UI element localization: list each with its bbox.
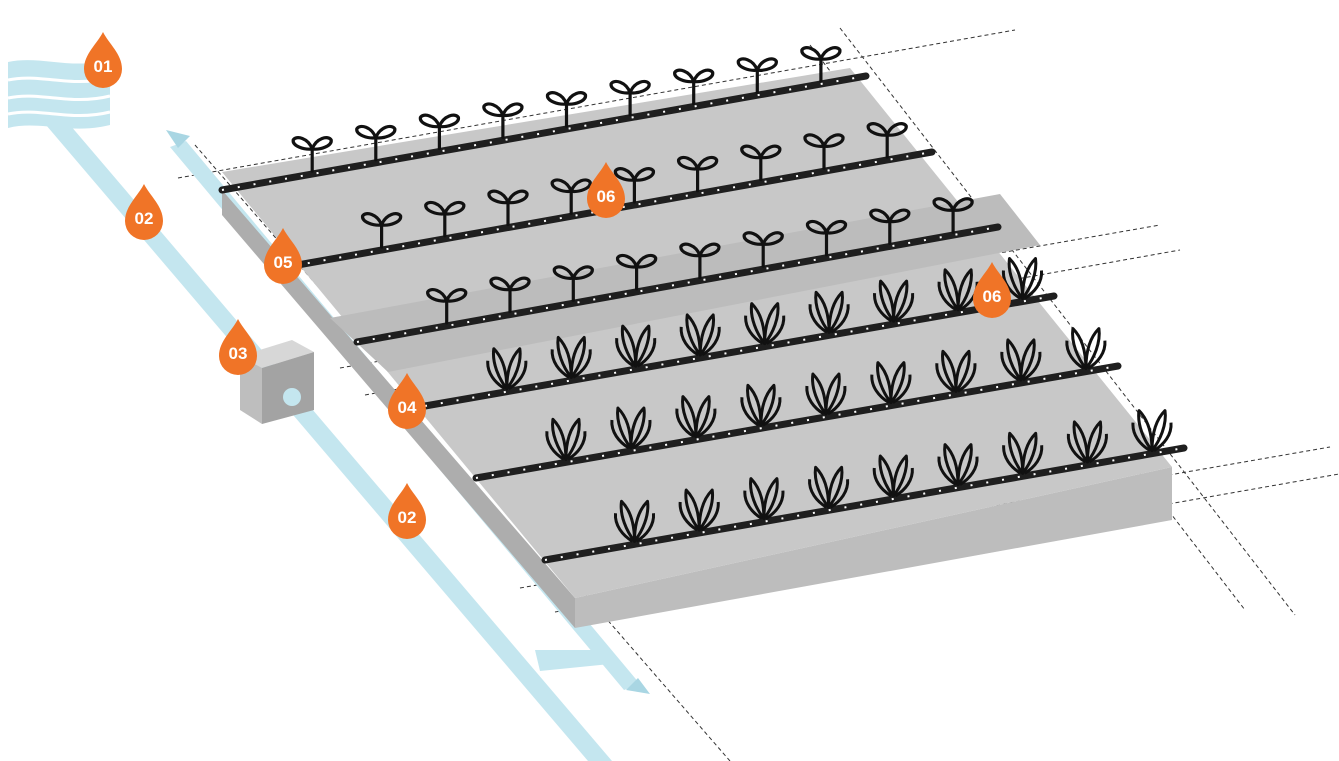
drip-line-3 bbox=[353, 223, 1002, 346]
field-front-side bbox=[575, 467, 1172, 628]
marker-04-label: 04 bbox=[398, 398, 417, 417]
marker-02b-label: 02 bbox=[398, 508, 417, 527]
marker-06b-label: 06 bbox=[983, 287, 1002, 306]
filter-unit-icon bbox=[240, 340, 314, 424]
marker-02a: 02 bbox=[125, 184, 163, 240]
marker-05: 05 bbox=[264, 228, 302, 284]
lateral-connector-pipe bbox=[535, 650, 610, 671]
marker-04: 04 bbox=[388, 373, 426, 429]
main-supply-pipe bbox=[46, 125, 612, 761]
arrow-up-icon bbox=[166, 130, 190, 148]
water-source-icon bbox=[7, 60, 111, 129]
marker-02b: 02 bbox=[388, 483, 426, 539]
drip-emitters-1 bbox=[221, 75, 867, 191]
drip-line-5 bbox=[472, 362, 1122, 482]
marker-02a-label: 02 bbox=[135, 209, 154, 228]
marker-01-label: 01 bbox=[94, 57, 113, 76]
arrow-down-icon bbox=[626, 678, 650, 694]
drip-line-6 bbox=[541, 444, 1188, 564]
marker-06a: 06 bbox=[587, 162, 625, 218]
marker-03-label: 03 bbox=[229, 344, 248, 363]
step-markers: 01 02 02 03 04 05 06 06 bbox=[84, 32, 1011, 539]
marker-06a-label: 06 bbox=[597, 187, 616, 206]
marker-05-label: 05 bbox=[274, 253, 293, 272]
drip-line-4 bbox=[421, 292, 1058, 410]
marker-01: 01 bbox=[84, 32, 122, 88]
marker-06b: 06 bbox=[973, 262, 1011, 318]
marker-03: 03 bbox=[219, 319, 257, 375]
